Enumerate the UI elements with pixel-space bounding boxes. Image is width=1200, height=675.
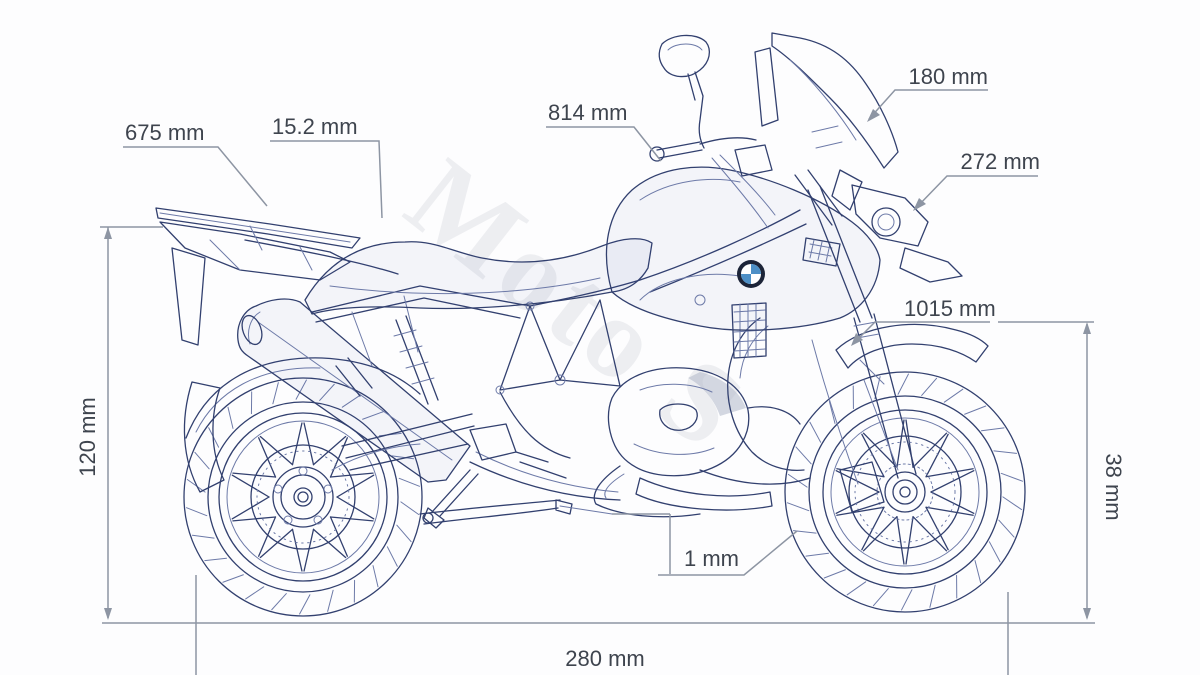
dim-180-leader xyxy=(868,89,988,120)
dim-1-leader xyxy=(612,513,798,576)
controls-lower xyxy=(419,423,613,529)
rear-wheel xyxy=(183,377,423,617)
dim-38-line xyxy=(998,321,1094,618)
front-upper xyxy=(649,32,899,229)
radiator-grille xyxy=(731,302,767,359)
dim-280-lines xyxy=(195,575,1009,675)
motorcycle-line-art xyxy=(155,32,1026,617)
dim-814-leader xyxy=(546,126,662,162)
dim-180-label: 180 mm xyxy=(909,64,988,89)
brake-caliper xyxy=(839,461,885,513)
dim-15-leader xyxy=(270,140,383,219)
swingarm xyxy=(331,315,475,471)
frame xyxy=(311,209,807,459)
headlight-beak xyxy=(831,169,963,283)
bar-end xyxy=(649,146,665,162)
dim-675-label: 675 mm xyxy=(125,120,204,145)
dim-1-label: 1 mm xyxy=(684,546,739,571)
dimension-labels: 675 mm 15.2 mm 814 mm 180 mm 272 mm 1015… xyxy=(75,64,1126,671)
fuel-tank xyxy=(605,166,881,331)
exhaust-muffler xyxy=(237,298,621,501)
dim-120-line xyxy=(100,226,163,618)
mirror xyxy=(658,34,711,78)
front-wheel-spokes xyxy=(835,419,975,565)
rear-wheel-spokes xyxy=(231,422,375,572)
dim-272-leader xyxy=(915,175,1038,209)
dim-814-label: 814 mm xyxy=(548,100,627,125)
bmw-roundel-icon xyxy=(737,260,765,288)
dim-120-label: 120 mm xyxy=(75,397,100,476)
dim-280-label: 280 mm xyxy=(565,646,644,671)
front-wheel xyxy=(784,371,1026,613)
dim-272-label: 272 mm xyxy=(961,149,1040,174)
front-fender-fork xyxy=(807,185,989,513)
seat xyxy=(304,238,653,315)
rear-tire-tread xyxy=(185,379,421,615)
dim-675-leader xyxy=(123,146,268,207)
dim-1015-leader xyxy=(853,321,990,344)
front-tire-tread xyxy=(786,373,1024,611)
dim-1015-label: 1015 mm xyxy=(904,296,996,321)
dim-15-label: 15.2 mm xyxy=(272,114,358,139)
rear-bodywork xyxy=(155,207,421,493)
dim-38-label: 38 mm xyxy=(1101,453,1126,520)
dimension-lines xyxy=(100,89,1095,675)
